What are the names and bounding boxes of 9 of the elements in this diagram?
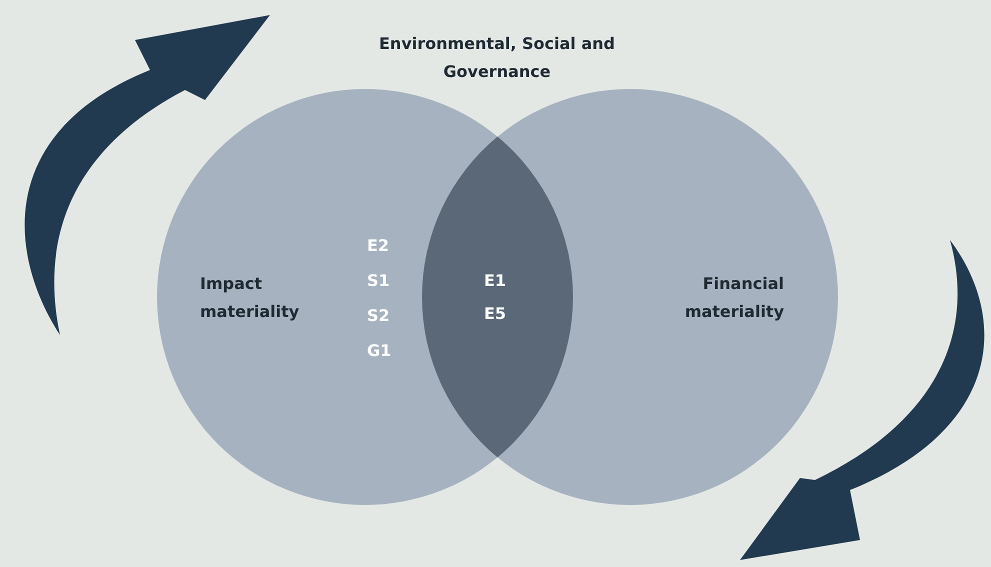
diagram-title: Environmental, Social and Governance [378, 33, 616, 83]
topic-code: G1 [367, 341, 392, 360]
topic-code: S1 [367, 271, 390, 290]
circle-label: Financial materiality [684, 273, 784, 323]
circle-label: Impact materiality [200, 273, 300, 323]
topic-code: E1 [484, 271, 506, 290]
topic-code: E5 [484, 304, 506, 323]
topic-code: S2 [367, 306, 390, 325]
topic-code: E2 [367, 236, 390, 255]
